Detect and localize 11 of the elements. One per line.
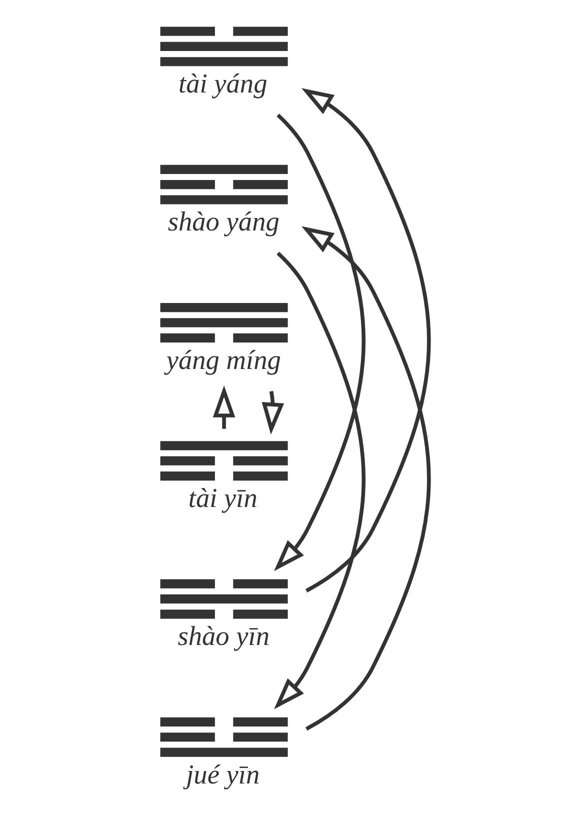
node-label: tài yáng: [178, 68, 268, 99]
node-label: shào yáng: [168, 206, 280, 237]
node-label: tài yīn: [188, 483, 258, 513]
arrow: [212, 385, 236, 429]
arrow: [274, 252, 366, 710]
arrow: [301, 226, 431, 731]
arrow: [274, 114, 366, 572]
arrow: [262, 390, 284, 435]
node-label: yáng míng: [166, 344, 281, 375]
arrow: [301, 88, 431, 592]
node-label: shào yīn: [178, 621, 270, 652]
